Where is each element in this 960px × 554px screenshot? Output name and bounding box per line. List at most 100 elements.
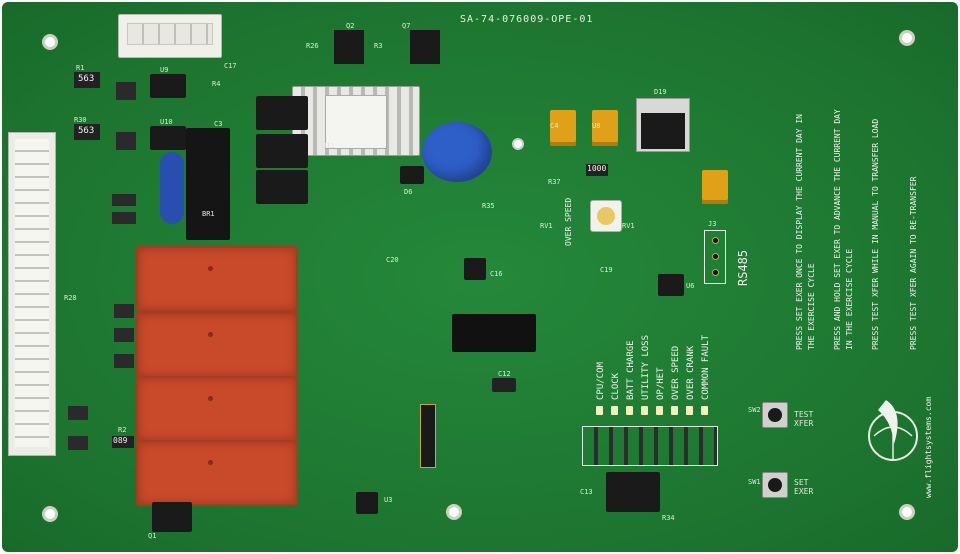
chip-u6 xyxy=(606,472,660,512)
resistor-r30: 563 xyxy=(74,124,100,140)
resistor-r1: 563 xyxy=(74,72,100,88)
ref-label: C13 xyxy=(580,488,593,496)
led-label-over-speed: OVER SPEED xyxy=(671,345,681,400)
led-common-fault xyxy=(701,406,708,415)
ref-label: Q7 xyxy=(402,22,411,30)
ref-label: R3 xyxy=(374,42,383,50)
diode-d17 xyxy=(112,194,136,206)
diode-d2 xyxy=(114,304,134,318)
chip-u11 xyxy=(400,166,424,184)
ref-label: D19 xyxy=(654,88,667,96)
rs485-header xyxy=(704,230,726,284)
ref-label: U10 xyxy=(160,118,173,126)
transistor xyxy=(116,132,136,150)
microcontroller xyxy=(452,314,536,352)
relay-1 xyxy=(136,246,298,312)
set-exer-label: SET EXER xyxy=(794,478,814,496)
mounting-hole xyxy=(42,506,58,522)
ref-label: R35 xyxy=(482,202,495,210)
ref-label: RV1 xyxy=(540,222,553,230)
ref-label: U3 xyxy=(384,496,393,504)
ref-label: C12 xyxy=(498,370,511,378)
led-label-cpu-com: CPU/COM xyxy=(596,362,606,400)
mounting-hole xyxy=(899,504,915,520)
relay-3 xyxy=(136,376,298,442)
chip-u10 xyxy=(150,126,186,150)
sw2-ref: SW2 xyxy=(748,406,761,414)
ref-label: RV1 xyxy=(622,222,635,230)
transistor-q7 xyxy=(410,30,440,64)
diode-d14 xyxy=(68,406,88,420)
ref-label: R37 xyxy=(548,178,561,186)
ref-label: R34 xyxy=(662,514,675,522)
relay-2 xyxy=(136,312,298,378)
ref-label: U6 xyxy=(686,282,695,290)
ref-label: J3 xyxy=(708,220,717,228)
chip-u7 xyxy=(464,258,486,280)
pin-header xyxy=(420,404,436,468)
chip-relay xyxy=(256,134,308,168)
capacitor-c4 xyxy=(592,110,618,146)
ref-label: Q2 xyxy=(346,22,355,30)
led-cpu-com xyxy=(596,406,603,415)
led-label-op-het: OP/HET xyxy=(656,367,666,400)
ref-label: C19 xyxy=(600,266,613,274)
heatsink xyxy=(292,86,420,156)
transistor-q1 xyxy=(152,502,192,532)
ref-label: R28 xyxy=(64,294,77,302)
led-label-clock: CLOCK xyxy=(611,372,621,400)
blue-capacitor xyxy=(160,152,184,224)
sw1-ref: SW1 xyxy=(748,478,761,486)
led-label-batt-charge: BATT CHARGE xyxy=(626,340,636,400)
bridge-rectifier xyxy=(186,128,230,240)
test-xfer-label: TEST XFER xyxy=(794,410,814,428)
ref-label: U11 xyxy=(322,142,335,150)
led-resistor-array xyxy=(582,426,718,466)
ref-label: U9 xyxy=(160,66,169,74)
regulator-u8 xyxy=(636,98,690,152)
relay-4 xyxy=(136,440,298,506)
led-op-het xyxy=(656,406,663,415)
flightsystems-logo xyxy=(864,388,922,468)
diode-d18 xyxy=(112,212,136,224)
chip-relay xyxy=(256,96,308,130)
ref-label: R1 xyxy=(76,64,85,72)
instruction-4: PRESS TEST XFER AGAIN TO RE-TRANSFER xyxy=(909,176,918,350)
potentiometer-rv1 xyxy=(590,200,622,232)
led-batt-charge xyxy=(626,406,633,415)
website-label: www.flightsystems.com xyxy=(924,396,933,498)
chip-u9 xyxy=(150,74,186,98)
ref-label: C16 xyxy=(490,270,503,278)
chip-relay xyxy=(256,170,308,204)
capacitor-c5 xyxy=(550,110,576,146)
ref-label: C3 xyxy=(214,120,223,128)
led-label-common-fault: COMMON FAULT xyxy=(701,334,711,400)
transistor xyxy=(116,82,136,100)
led-over-speed xyxy=(671,406,678,415)
ref-label: U8 xyxy=(592,122,601,130)
led-clock xyxy=(611,406,618,415)
resistor-r37: 1000 xyxy=(586,164,608,176)
ref-label: C17 xyxy=(224,62,237,70)
instruction-2: PRESS AND HOLD SET EXER TO ADVANCE THE C… xyxy=(833,109,854,350)
diode-d1 xyxy=(114,328,134,342)
chip-u4 xyxy=(658,274,684,296)
ref-label: BR1 xyxy=(202,210,215,218)
varistor xyxy=(422,122,492,182)
diode-d13 xyxy=(68,436,88,450)
set-exer-button[interactable] xyxy=(762,472,788,498)
resistor-r2: 089 xyxy=(112,436,134,448)
ref-label: R4 xyxy=(212,80,221,88)
instruction-1: PRESS SET EXER ONCE TO DISPLAY THE CURRE… xyxy=(795,113,816,350)
over-speed-label: OVER SPEED xyxy=(564,197,573,246)
diode-d12 xyxy=(114,354,134,368)
transistor-q2 xyxy=(334,30,364,64)
crystal-x1 xyxy=(492,378,516,392)
test-xfer-button[interactable] xyxy=(762,402,788,428)
led-label-utility-loss: UTILITY LOSS xyxy=(641,334,651,400)
chip-u3 xyxy=(356,492,378,514)
mounting-hole xyxy=(899,30,915,46)
mounting-hole xyxy=(512,138,524,150)
ref-label: Q1 xyxy=(148,532,157,540)
